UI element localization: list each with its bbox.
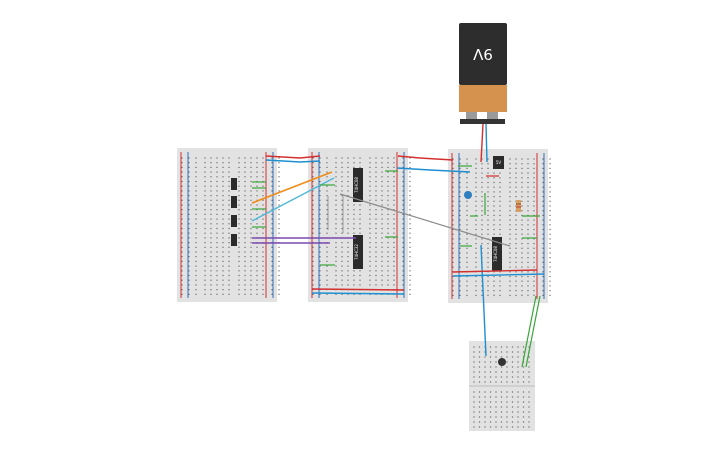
regulator-label: 5V bbox=[496, 160, 502, 165]
battery-terminal-positive bbox=[487, 112, 498, 119]
ic-chip-74hc08-top[interactable]: 74HC08 bbox=[353, 168, 363, 202]
battery-band bbox=[459, 85, 507, 112]
battery-9v[interactable]: 9V bbox=[459, 23, 507, 124]
breadboard-3-holes bbox=[452, 158, 551, 296]
ic-chip-74hc32[interactable]: 74HC32 bbox=[353, 235, 363, 269]
switch-3[interactable] bbox=[231, 215, 237, 227]
ic-label: 74HC08 bbox=[354, 177, 359, 193]
switches bbox=[231, 178, 237, 246]
switch-1[interactable] bbox=[231, 178, 237, 190]
resistor[interactable] bbox=[516, 200, 521, 212]
push-button[interactable] bbox=[498, 358, 506, 366]
breadboard-3[interactable] bbox=[448, 149, 551, 303]
breadboard-2-holes bbox=[312, 157, 411, 295]
ic-chips: 74HC08 74HC32 74HC08 5V bbox=[353, 156, 504, 271]
switch-2[interactable] bbox=[231, 196, 237, 208]
ic-label: 74HC08 bbox=[493, 246, 498, 262]
switch-4[interactable] bbox=[231, 234, 237, 246]
ic-label: 74HC32 bbox=[354, 244, 359, 260]
wires bbox=[251, 123, 545, 368]
components bbox=[464, 191, 521, 366]
voltage-regulator[interactable]: 5V bbox=[493, 156, 504, 169]
mini-breadboard-holes bbox=[473, 346, 530, 428]
battery-label: 9V bbox=[472, 45, 493, 63]
battery-terminal-negative bbox=[466, 112, 477, 119]
led[interactable] bbox=[464, 191, 472, 199]
battery-body bbox=[459, 23, 507, 85]
ic-chip-74hc08-right[interactable]: 74HC08 bbox=[492, 237, 502, 271]
breadboard-1-holes bbox=[181, 157, 280, 295]
breadboard-1[interactable] bbox=[177, 148, 280, 302]
battery-clip bbox=[460, 119, 505, 124]
mini-breadboard[interactable] bbox=[469, 341, 535, 431]
